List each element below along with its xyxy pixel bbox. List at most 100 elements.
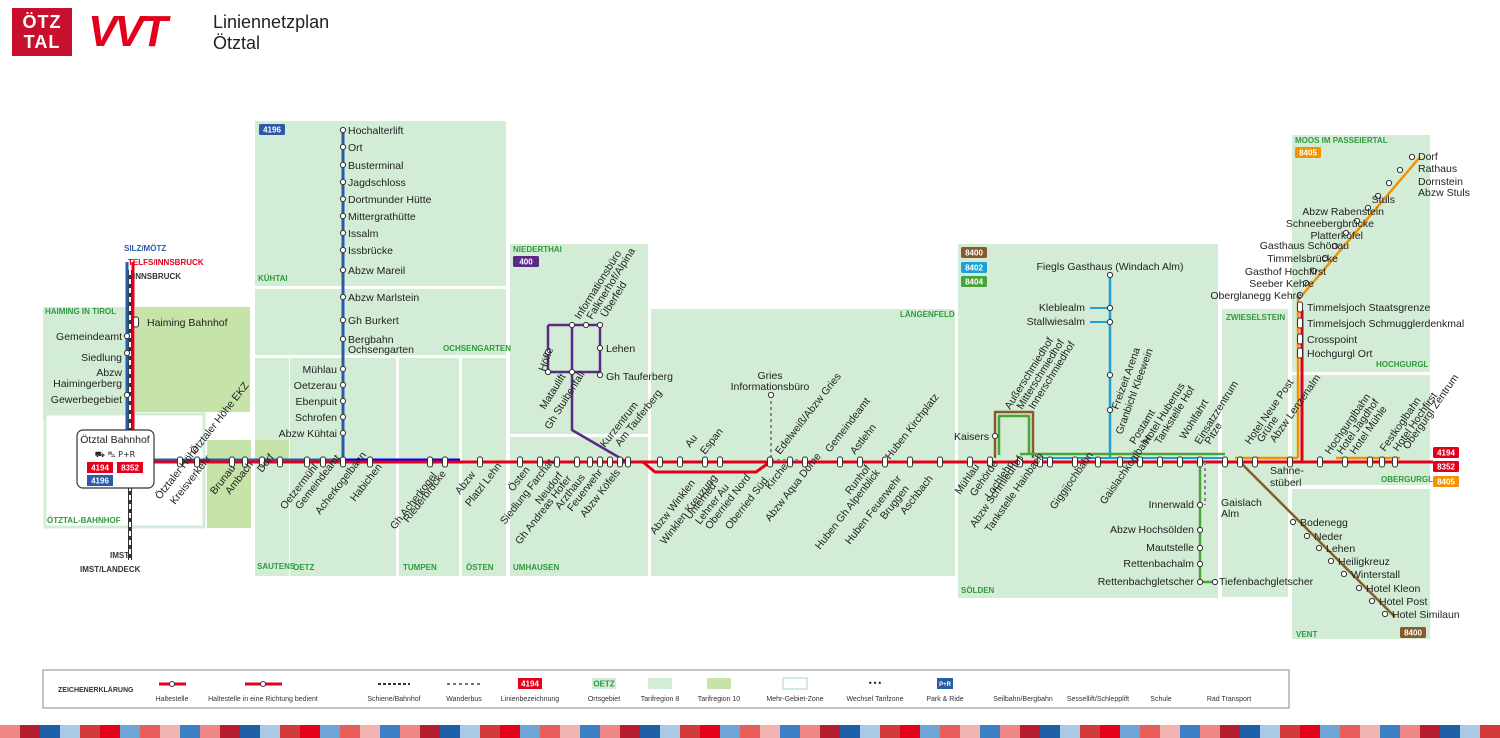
trunk-stop-6 <box>304 456 310 468</box>
zone-label-10: LÄNGENFELD <box>900 310 955 319</box>
kuehtai-stop-12 <box>339 365 347 373</box>
footer-seg-53 <box>1060 725 1080 738</box>
footer-seg-10 <box>200 725 220 738</box>
trunk-stop-34 <box>967 456 973 468</box>
passeier-stop-3 <box>1374 192 1382 200</box>
kuehtai-stop-14 <box>339 397 347 405</box>
footer-seg-56 <box>1120 725 1140 738</box>
zone-label-3: OCHSENGARTEN <box>443 344 511 353</box>
passeier-stop-6 <box>1342 229 1350 237</box>
haiming-label-0: Gemeindeamt <box>56 331 122 343</box>
niederthai-label-4: Lehen <box>606 343 635 355</box>
trunk-stop-16 <box>574 456 580 468</box>
soelden-label-22: Innerwald <box>1148 499 1194 511</box>
footer-seg-41 <box>820 725 840 738</box>
trunk-stop-26 <box>767 456 773 468</box>
footer-seg-47 <box>940 725 960 738</box>
soelden-label-14: Kaisers <box>954 431 989 443</box>
vent-label-7: Hotel Similaun <box>1392 609 1460 621</box>
soelden-label-29: Alm <box>1221 508 1239 520</box>
hochgurgl-label-2: Crosspoint <box>1307 334 1357 346</box>
oetztal-logo: ÖTZ TAL <box>12 8 72 56</box>
kuehtai-label-2: Busterminal <box>348 160 403 172</box>
hub-box <box>76 429 155 489</box>
trunk-stop-42 <box>1137 456 1143 468</box>
footer-seg-31 <box>620 725 640 738</box>
trunk-stop-40 <box>1095 456 1101 468</box>
stop-markers <box>123 126 1416 618</box>
footer-seg-73 <box>1460 725 1480 738</box>
footer-seg-13 <box>260 725 280 738</box>
zone-label-0: HAIMING IN TIROL <box>45 307 116 316</box>
footer-seg-7 <box>140 725 160 738</box>
soelden-label-0: Fiegls Gasthaus (Windach Alm) <box>1036 261 1183 273</box>
logo-line-1: ÖTZ <box>22 12 62 32</box>
soelden-label-27: Tiefenbachgletscher <box>1219 576 1314 588</box>
passeier-stop-1 <box>1396 166 1404 174</box>
footer-seg-3 <box>60 725 80 738</box>
haiming-stop-2 <box>123 391 131 399</box>
vent-label-3: Heiligkreuz <box>1338 556 1390 568</box>
footer-seg-4 <box>80 725 100 738</box>
soelden-label-25: Rettenbachalm <box>1123 558 1194 570</box>
footer-seg-36 <box>720 725 740 738</box>
legend-item-1: Haltestelle in eine Richtung bedient <box>208 696 318 703</box>
trunk-stop-32 <box>907 456 913 468</box>
footer-seg-42 <box>840 725 860 738</box>
trunk-stop-7 <box>320 456 326 468</box>
badge-8405-b-bg <box>1433 476 1459 487</box>
soelden-cyan-stop-4 <box>1106 406 1114 414</box>
hub-name: Ötztal Bahnhof <box>80 434 150 446</box>
title-line-2: Ötztal <box>213 33 261 53</box>
kuehtai-label-11: Bergbahn <box>348 334 394 346</box>
hub-4194: 4194 <box>91 464 109 473</box>
footer-seg-6 <box>120 725 140 738</box>
trunk-stop-43 <box>1157 456 1163 468</box>
trunk-stop-44 <box>1177 456 1183 468</box>
badge-8402-bg <box>961 262 987 273</box>
title-line-1: Liniennetzplan <box>213 12 330 32</box>
passeier-label-7: Platterköfel <box>1310 230 1363 242</box>
badge-400: 400 <box>519 258 533 267</box>
kuehtai-stop-6 <box>339 229 347 237</box>
kuehtai-label-8: Abzw Mareil <box>348 265 405 277</box>
footer-seg-68 <box>1360 725 1380 738</box>
obergurgl-label-9: Sahne- <box>1270 465 1304 477</box>
footer-seg-38 <box>760 725 780 738</box>
trunk-stop-33 <box>937 456 943 468</box>
kuehtai-stop-10 <box>339 316 347 324</box>
soelden-cyan-stop-0 <box>1106 271 1114 279</box>
gries-label-0: Gries <box>757 370 782 382</box>
passeier-stop-7 <box>1331 242 1339 250</box>
trunk-stop-5 <box>277 456 283 468</box>
zone-area-2 <box>255 121 506 286</box>
footer-seg-26 <box>520 725 540 738</box>
footer-seg-21 <box>420 725 440 738</box>
trunk-stop-35 <box>987 456 993 468</box>
footer-seg-67 <box>1340 725 1360 738</box>
trunk-stop-53 <box>1379 456 1385 468</box>
rettenbach-stop-1 <box>1196 526 1204 534</box>
passeier-label-2: Dornstein <box>1418 176 1463 188</box>
passeier-stop-4 <box>1364 204 1372 212</box>
footer-seg-69 <box>1380 725 1400 738</box>
footer-seg-19 <box>380 725 400 738</box>
soelden-label-24: Mautstelle <box>1146 542 1194 554</box>
rettenbach-stop-4 <box>1196 578 1204 586</box>
footer-seg-37 <box>740 725 760 738</box>
footer-seg-16 <box>320 725 340 738</box>
passeier-stop-8 <box>1321 254 1329 262</box>
kuehtai-label-1: Ort <box>348 142 363 154</box>
legend-pr: P+R <box>939 682 952 688</box>
haiming-label-1: Siedlung <box>81 352 122 364</box>
kuehtai-label-13: Mühlau <box>303 364 338 376</box>
kuehtai-label-6: Issalm <box>348 228 379 240</box>
haiming-stop-1 <box>123 349 131 357</box>
legend-item-4: Linienbezeichnung <box>501 696 559 703</box>
direction-0: SILZ/MÖTZ <box>124 244 166 253</box>
footer-seg-48 <box>960 725 980 738</box>
badge-8404-bg <box>961 276 987 287</box>
zone-area-10 <box>651 309 955 576</box>
footer-seg-71 <box>1420 725 1440 738</box>
zone-label-14: HOCHGURGL <box>1376 360 1429 369</box>
